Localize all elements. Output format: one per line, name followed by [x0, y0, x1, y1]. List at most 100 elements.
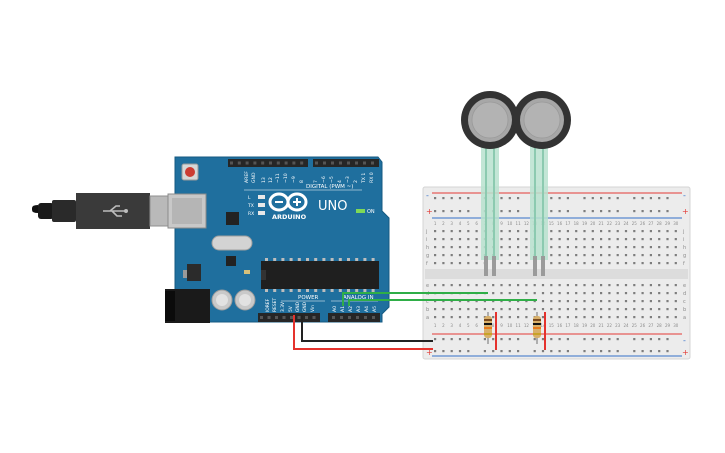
terminal-hole[interactable]	[541, 284, 545, 287]
terminal-hole[interactable]	[649, 308, 652, 311]
terminal-hole[interactable]	[666, 316, 669, 319]
terminal-hole[interactable]	[583, 316, 586, 319]
rail-hole[interactable]	[608, 338, 611, 341]
terminal-hole[interactable]	[666, 308, 669, 311]
header-socket[interactable]	[261, 161, 265, 165]
terminal-hole[interactable]	[550, 316, 553, 319]
rail-hole[interactable]	[649, 210, 652, 213]
header-socket[interactable]	[339, 161, 342, 165]
terminal-hole[interactable]	[633, 254, 636, 257]
terminal-hole[interactable]	[450, 238, 453, 241]
terminal-hole[interactable]	[450, 254, 453, 257]
rail-hole[interactable]	[467, 350, 470, 353]
terminal-hole[interactable]	[624, 284, 628, 287]
terminal-hole[interactable]	[608, 316, 611, 319]
terminal-hole[interactable]	[500, 292, 503, 295]
header-socket[interactable]	[323, 161, 326, 165]
rail-hole[interactable]	[600, 210, 603, 213]
rail-hole[interactable]	[633, 210, 636, 213]
rail-hole[interactable]	[517, 210, 520, 213]
terminal-hole[interactable]	[641, 254, 644, 257]
terminal-hole[interactable]	[517, 292, 520, 295]
terminal-hole[interactable]	[641, 292, 644, 295]
terminal-hole[interactable]	[458, 308, 462, 311]
terminal-hole[interactable]	[467, 238, 470, 241]
terminal-hole[interactable]	[458, 262, 462, 265]
terminal-hole[interactable]	[583, 284, 586, 287]
terminal-hole[interactable]	[483, 300, 486, 303]
terminal-hole[interactable]	[541, 308, 545, 311]
terminal-hole[interactable]	[566, 262, 569, 265]
terminal-hole[interactable]	[616, 308, 619, 311]
rail-hole[interactable]	[600, 350, 603, 353]
terminal-hole[interactable]	[442, 316, 445, 319]
rail-hole[interactable]	[666, 350, 669, 353]
rail-hole[interactable]	[434, 350, 437, 353]
terminal-hole[interactable]	[442, 246, 445, 249]
header-socket[interactable]	[267, 316, 271, 319]
terminal-hole[interactable]	[517, 238, 520, 241]
wire-a0-green[interactable]	[342, 292, 488, 306]
terminal-hole[interactable]	[658, 262, 661, 265]
header-socket[interactable]	[312, 316, 316, 319]
terminal-hole[interactable]	[442, 284, 445, 287]
terminal-hole[interactable]	[500, 316, 503, 319]
terminal-hole[interactable]	[583, 246, 586, 249]
terminal-hole[interactable]	[624, 300, 628, 303]
header-socket[interactable]	[305, 316, 308, 319]
rail-hole[interactable]	[608, 210, 611, 213]
rail-hole[interactable]	[558, 338, 561, 341]
terminal-hole[interactable]	[475, 300, 478, 303]
rail-hole[interactable]	[434, 338, 437, 341]
rail-hole[interactable]	[641, 210, 644, 213]
terminal-hole[interactable]	[575, 300, 578, 303]
header-socket[interactable]	[331, 161, 334, 165]
terminal-hole[interactable]	[517, 308, 520, 311]
terminal-hole[interactable]	[525, 246, 528, 249]
terminal-hole[interactable]	[591, 292, 594, 295]
rail-hole[interactable]	[458, 197, 462, 200]
terminal-hole[interactable]	[434, 238, 437, 241]
terminal-hole[interactable]	[616, 284, 619, 287]
terminal-hole[interactable]	[641, 300, 644, 303]
wire-5v-red[interactable]	[293, 315, 433, 350]
terminal-hole[interactable]	[450, 246, 453, 249]
terminal-hole[interactable]	[575, 262, 578, 265]
terminal-hole[interactable]	[575, 316, 578, 319]
rail-hole[interactable]	[583, 197, 586, 200]
terminal-hole[interactable]	[624, 246, 628, 249]
header-socket[interactable]	[332, 316, 335, 319]
terminal-hole[interactable]	[649, 262, 652, 265]
terminal-hole[interactable]	[641, 284, 644, 287]
terminal-hole[interactable]	[658, 308, 661, 311]
rail-hole[interactable]	[508, 338, 511, 341]
rail-hole[interactable]	[649, 350, 652, 353]
terminal-hole[interactable]	[666, 230, 669, 233]
terminal-hole[interactable]	[608, 254, 611, 257]
terminal-hole[interactable]	[583, 262, 586, 265]
terminal-hole[interactable]	[525, 254, 528, 257]
rail-hole[interactable]	[541, 350, 545, 353]
terminal-hole[interactable]	[624, 316, 628, 319]
rail-hole[interactable]	[591, 197, 594, 200]
rail-hole[interactable]	[566, 350, 569, 353]
rail-hole[interactable]	[649, 338, 652, 341]
terminal-hole[interactable]	[467, 284, 470, 287]
terminal-hole[interactable]	[525, 316, 528, 319]
terminal-hole[interactable]	[458, 254, 462, 257]
terminal-hole[interactable]	[492, 300, 495, 303]
header-socket[interactable]	[275, 316, 278, 319]
terminal-hole[interactable]	[666, 246, 669, 249]
rail-hole[interactable]	[616, 210, 619, 213]
terminal-hole[interactable]	[600, 316, 603, 319]
terminal-hole[interactable]	[658, 246, 661, 249]
terminal-hole[interactable]	[525, 300, 528, 303]
terminal-hole[interactable]	[575, 230, 578, 233]
rail-hole[interactable]	[442, 338, 445, 341]
rail-hole[interactable]	[483, 350, 486, 353]
terminal-hole[interactable]	[591, 246, 594, 249]
terminal-hole[interactable]	[566, 284, 569, 287]
terminal-hole[interactable]	[591, 262, 594, 265]
terminal-hole[interactable]	[641, 262, 644, 265]
rail-hole[interactable]	[450, 197, 453, 200]
